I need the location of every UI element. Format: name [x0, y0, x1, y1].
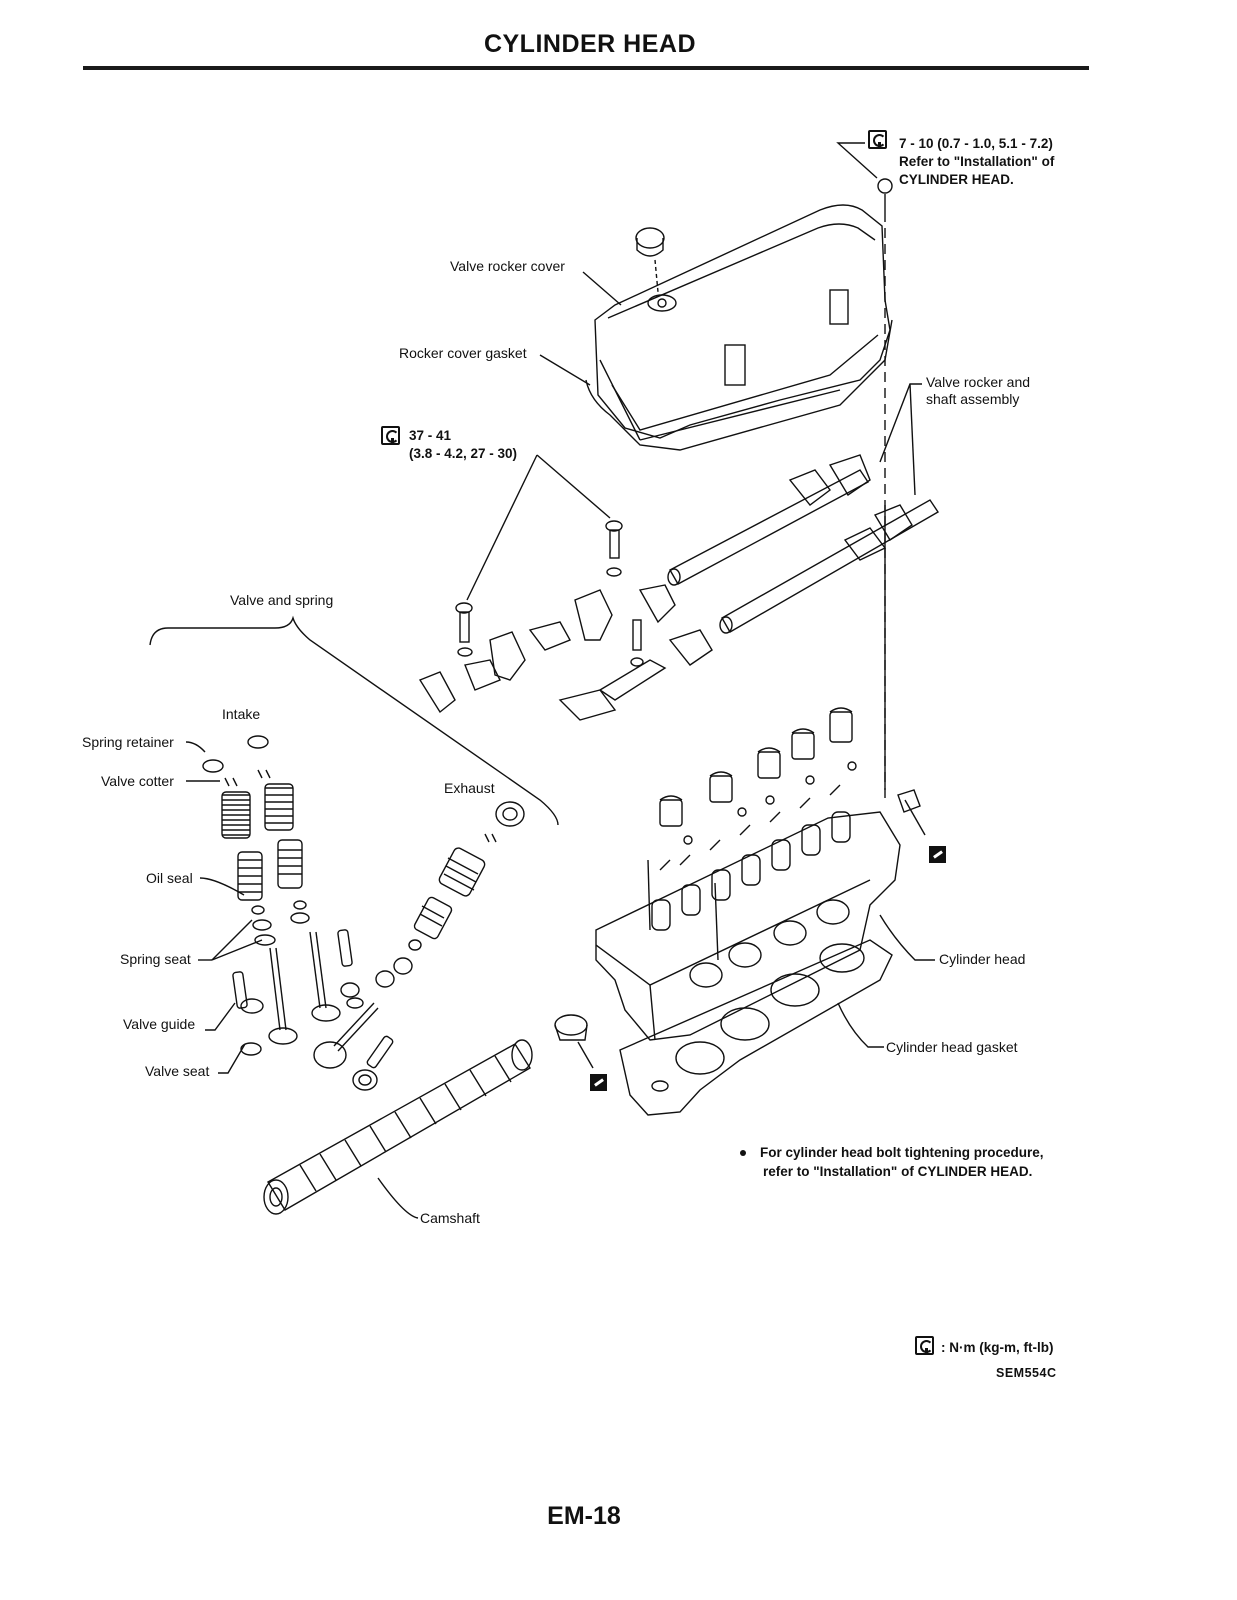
- torque-value-rocker-shaft: 37 - 41: [409, 428, 452, 443]
- rocker-shaft-drawing: [418, 454, 939, 721]
- torque-wrench-icon: [381, 426, 400, 445]
- valve-components-drawing: [202, 735, 525, 1091]
- torque-spec-rocker-cover: 7 - 10 (0.7 - 1.0, 5.1 - 7.2) Refer to "…: [869, 135, 1054, 189]
- liquid-gasket-icon: [590, 1074, 607, 1091]
- label-exhaust: Exhaust: [444, 780, 495, 796]
- torque-wrench-icon: [868, 130, 887, 149]
- cylinder-head-gasket-drawing: [619, 939, 893, 1116]
- leader-lines: [149, 142, 935, 1219]
- torque-spec-rocker-shaft: 37 - 41 (3.8 - 4.2, 27 - 30): [381, 427, 517, 463]
- torque-note-line-2: Refer to "Installation" of: [899, 154, 1055, 169]
- page-number: EM-18: [547, 1502, 621, 1530]
- label-valve-rocker-shaft-2: shaft assembly: [926, 391, 1020, 407]
- bullet-icon: [740, 1150, 746, 1157]
- label-cylinder-head: Cylinder head: [939, 951, 1026, 967]
- label-valve-and-spring: Valve and spring: [230, 592, 334, 608]
- cylinder-head-drawing: [554, 707, 921, 1041]
- torque-wrench-icon: [915, 1336, 934, 1355]
- label-valve-cotter: Valve cotter: [101, 773, 174, 789]
- label-valve-rocker-cover: Valve rocker cover: [450, 258, 565, 274]
- label-intake: Intake: [222, 706, 261, 722]
- title-rule: [83, 66, 1089, 70]
- valve-rocker-cover-drawing: [585, 178, 893, 800]
- figure-code: SEM554C: [996, 1366, 1057, 1380]
- camshaft-drawing: [263, 1039, 533, 1215]
- torque-value-rocker-shaft-converted: (3.8 - 4.2, 27 - 30): [409, 446, 518, 461]
- label-spring-retainer: Spring retainer: [82, 734, 174, 750]
- label-cylinder-head-gasket: Cylinder head gasket: [886, 1039, 1018, 1055]
- label-valve-seat: Valve seat: [145, 1063, 210, 1079]
- label-spring-seat: Spring seat: [120, 951, 191, 967]
- label-valve-guide: Valve guide: [123, 1016, 196, 1032]
- legend-unit: : N·m (kg-m, ft-lb): [941, 1340, 1054, 1355]
- label-rocker-cover-gasket: Rocker cover gasket: [399, 345, 527, 361]
- liquid-gasket-icon: [929, 846, 946, 863]
- label-oil-seal: Oil seal: [146, 870, 193, 886]
- label-valve-rocker-shaft-1: Valve rocker and: [926, 374, 1031, 390]
- torque-note-line-3: CYLINDER HEAD.: [899, 172, 1014, 187]
- bolt-procedure-note: For cylinder head bolt tightening proced…: [740, 1143, 1044, 1181]
- note-line-2: refer to "Installation" of CYLINDER HEAD…: [763, 1164, 1033, 1179]
- label-camshaft: Camshaft: [420, 1210, 480, 1226]
- torque-value-rocker-cover: 7 - 10 (0.7 - 1.0, 5.1 - 7.2): [899, 136, 1053, 151]
- page-title: CYLINDER HEAD: [483, 30, 697, 58]
- note-line-1: For cylinder head bolt tightening proced…: [760, 1145, 1044, 1160]
